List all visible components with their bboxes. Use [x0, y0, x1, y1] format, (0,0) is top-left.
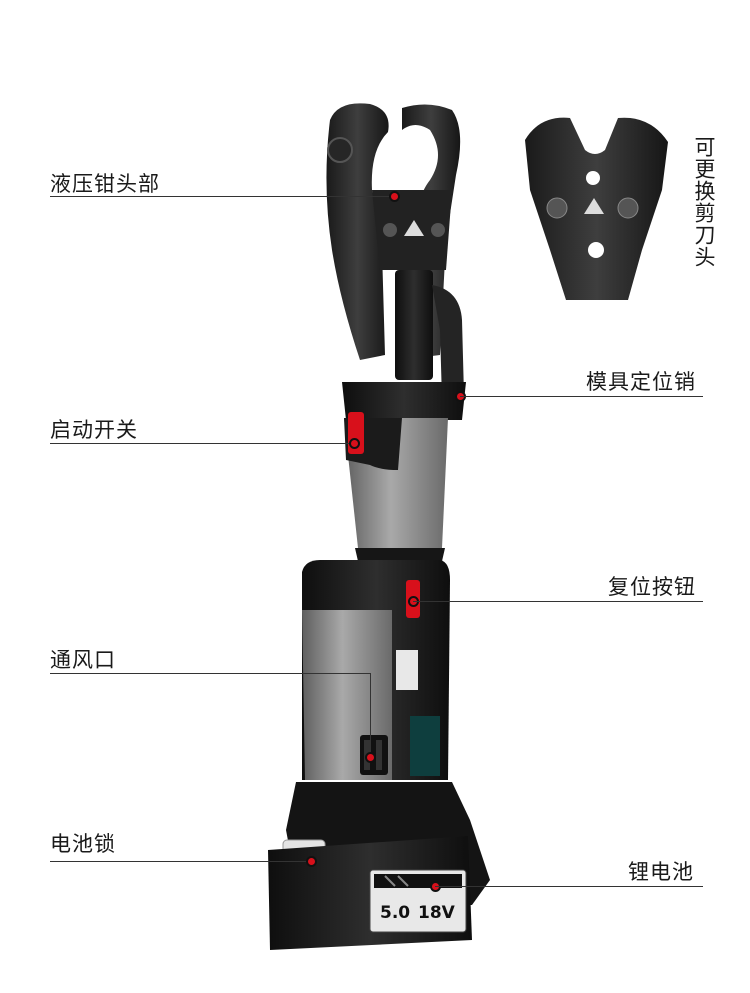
leader-line-battery-lock	[50, 861, 312, 862]
marker-start-switch	[349, 438, 360, 449]
battery-capacity-text: 5.0	[380, 903, 410, 923]
marker-crimp-head	[389, 191, 400, 202]
battery-voltage-text: 18V	[418, 903, 456, 923]
callout-die-pin: 模具定位销	[586, 370, 696, 394]
leader-line-die-pin	[460, 396, 703, 397]
marker-battery-lock	[306, 856, 317, 867]
leader-line-vent-drop	[370, 673, 371, 756]
callout-battery-lock: 电池锁	[50, 832, 116, 856]
callout-replaceable-head: 可更换剪刀头	[692, 136, 716, 268]
callout-reset-button: 复位按钮	[608, 575, 696, 599]
leader-line-reset-button	[413, 601, 703, 602]
leader-line-vent	[50, 673, 370, 674]
callout-vent: 通风口	[50, 648, 116, 672]
leader-line-battery	[435, 886, 703, 887]
leader-line-crimp-head	[50, 196, 395, 197]
piston-shape	[395, 270, 433, 380]
callout-start-switch: 启动开关	[50, 418, 138, 442]
leader-line-start-switch	[50, 443, 355, 444]
battery-pack-shape: 5.0 18V	[268, 836, 472, 950]
replaceable-cutter-head-shape	[525, 117, 668, 300]
marker-vent	[365, 752, 376, 763]
die-pin-lever	[432, 285, 464, 400]
callout-crimp-head: 液压钳头部	[50, 172, 160, 196]
callout-battery: 锂电池	[628, 860, 694, 884]
